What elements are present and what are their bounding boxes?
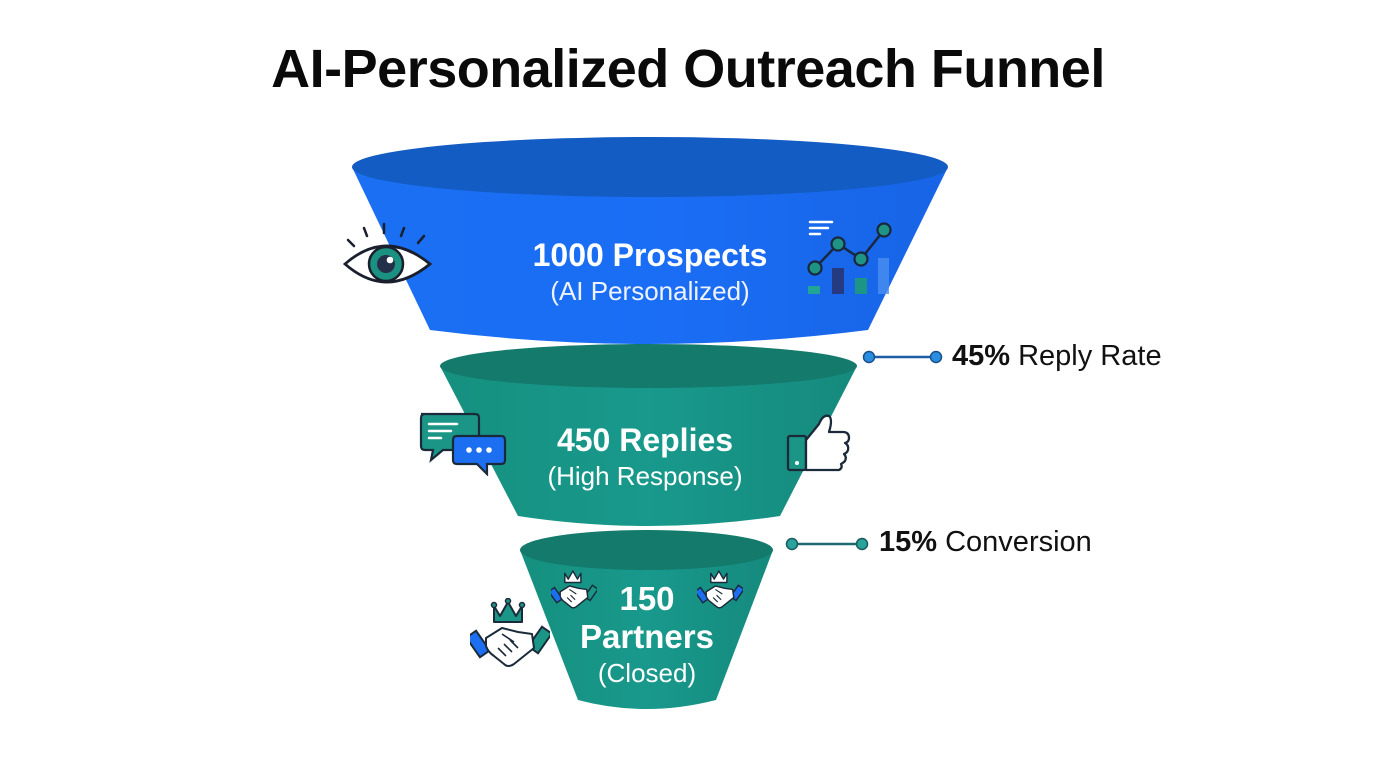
tier-prospects-label: 1000 Prospects (AI Personalized): [500, 236, 800, 308]
funnel-tier-prospects: [352, 137, 948, 344]
analytics-chart-icon: [807, 220, 892, 294]
funnel-tier-replies: [440, 344, 857, 526]
reply-rate-connector: [862, 350, 943, 364]
conversion-connector: [785, 537, 869, 551]
conversion-percent: 15%: [879, 526, 938, 558]
tier-replies-label: 450 Replies (High Response): [495, 421, 795, 493]
tier-prospects-main: 1000 Prospects: [532, 237, 768, 273]
handshake-crown-icon: [470, 598, 550, 667]
tier-partners-sub: (Closed): [597, 658, 697, 688]
tier-partners-value: 150: [619, 580, 675, 617]
eye-icon: [342, 222, 433, 284]
tier-partners-main: Partners: [580, 618, 714, 655]
tier-prospects-sub: (AI Personalized): [550, 276, 750, 306]
conversion-label: Conversion: [945, 526, 1092, 558]
tier-replies-main: 450 Replies: [556, 422, 734, 458]
chat-bubbles-icon: [419, 412, 507, 476]
thumbs-up-icon: [786, 414, 851, 472]
tier-partners-label: 150 Partners (Closed): [547, 580, 747, 690]
handshake-crown-icon: [551, 570, 597, 609]
conversion-annotation: 15% Conversion: [879, 526, 1092, 559]
reply-rate-label: Reply Rate: [1018, 340, 1162, 372]
tier-replies-sub: (High Response): [547, 461, 743, 491]
page-title: AI-Personalized Outreach Funnel: [271, 39, 1105, 99]
reply-rate-percent: 45%: [952, 340, 1011, 372]
handshake-crown-icon: [697, 570, 743, 609]
reply-rate-annotation: 45% Reply Rate: [952, 340, 1162, 373]
